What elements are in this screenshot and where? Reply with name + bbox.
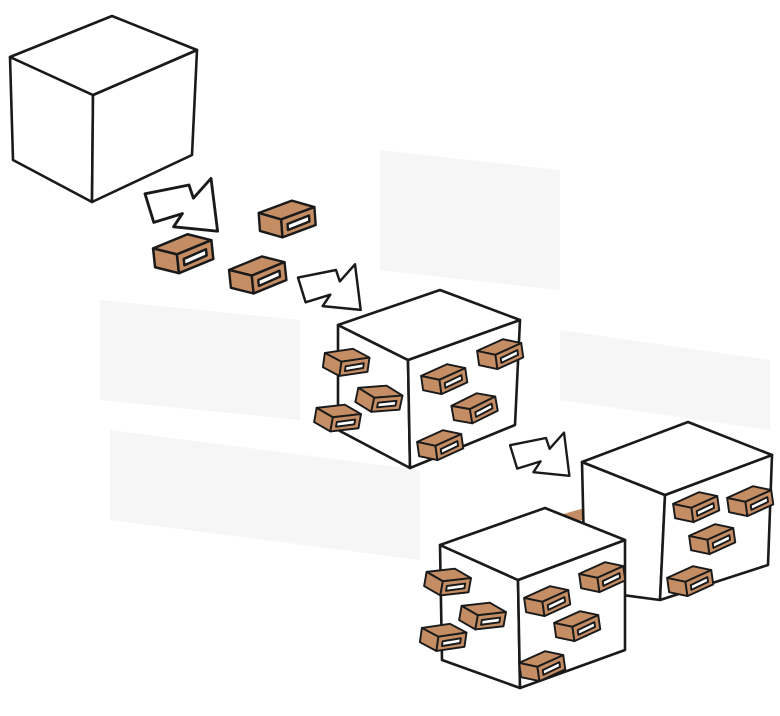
brick [420,363,469,396]
brick [354,384,404,413]
brick [416,429,465,462]
arrow-icon [508,431,571,477]
brick [321,347,371,377]
brick [458,601,507,631]
back-cube [580,420,775,602]
brick [423,567,472,597]
shadow-2 [110,430,420,560]
brick [726,485,775,518]
brick [666,565,715,598]
brick [518,650,567,683]
process-arrows [143,176,571,477]
brick [476,338,525,371]
brick [672,491,721,524]
shadow-3 [560,330,770,430]
brick [523,585,572,618]
cubes [8,14,775,690]
shadow-0 [380,150,560,290]
loose-bricks [151,199,317,295]
brick [450,392,499,425]
plain-cube [8,14,199,204]
brick [578,561,627,594]
brick [257,199,317,239]
brick [553,610,602,643]
shadow-1 [100,300,300,420]
brick [688,523,737,556]
front-cube [418,506,627,690]
brick [227,255,288,295]
brick [151,233,215,275]
faint-shadows [100,150,770,560]
arrow-icon [296,263,362,312]
cube-with-bricks [313,288,525,470]
brick [313,403,362,433]
arrow-icon [143,176,220,233]
brick [418,622,468,652]
